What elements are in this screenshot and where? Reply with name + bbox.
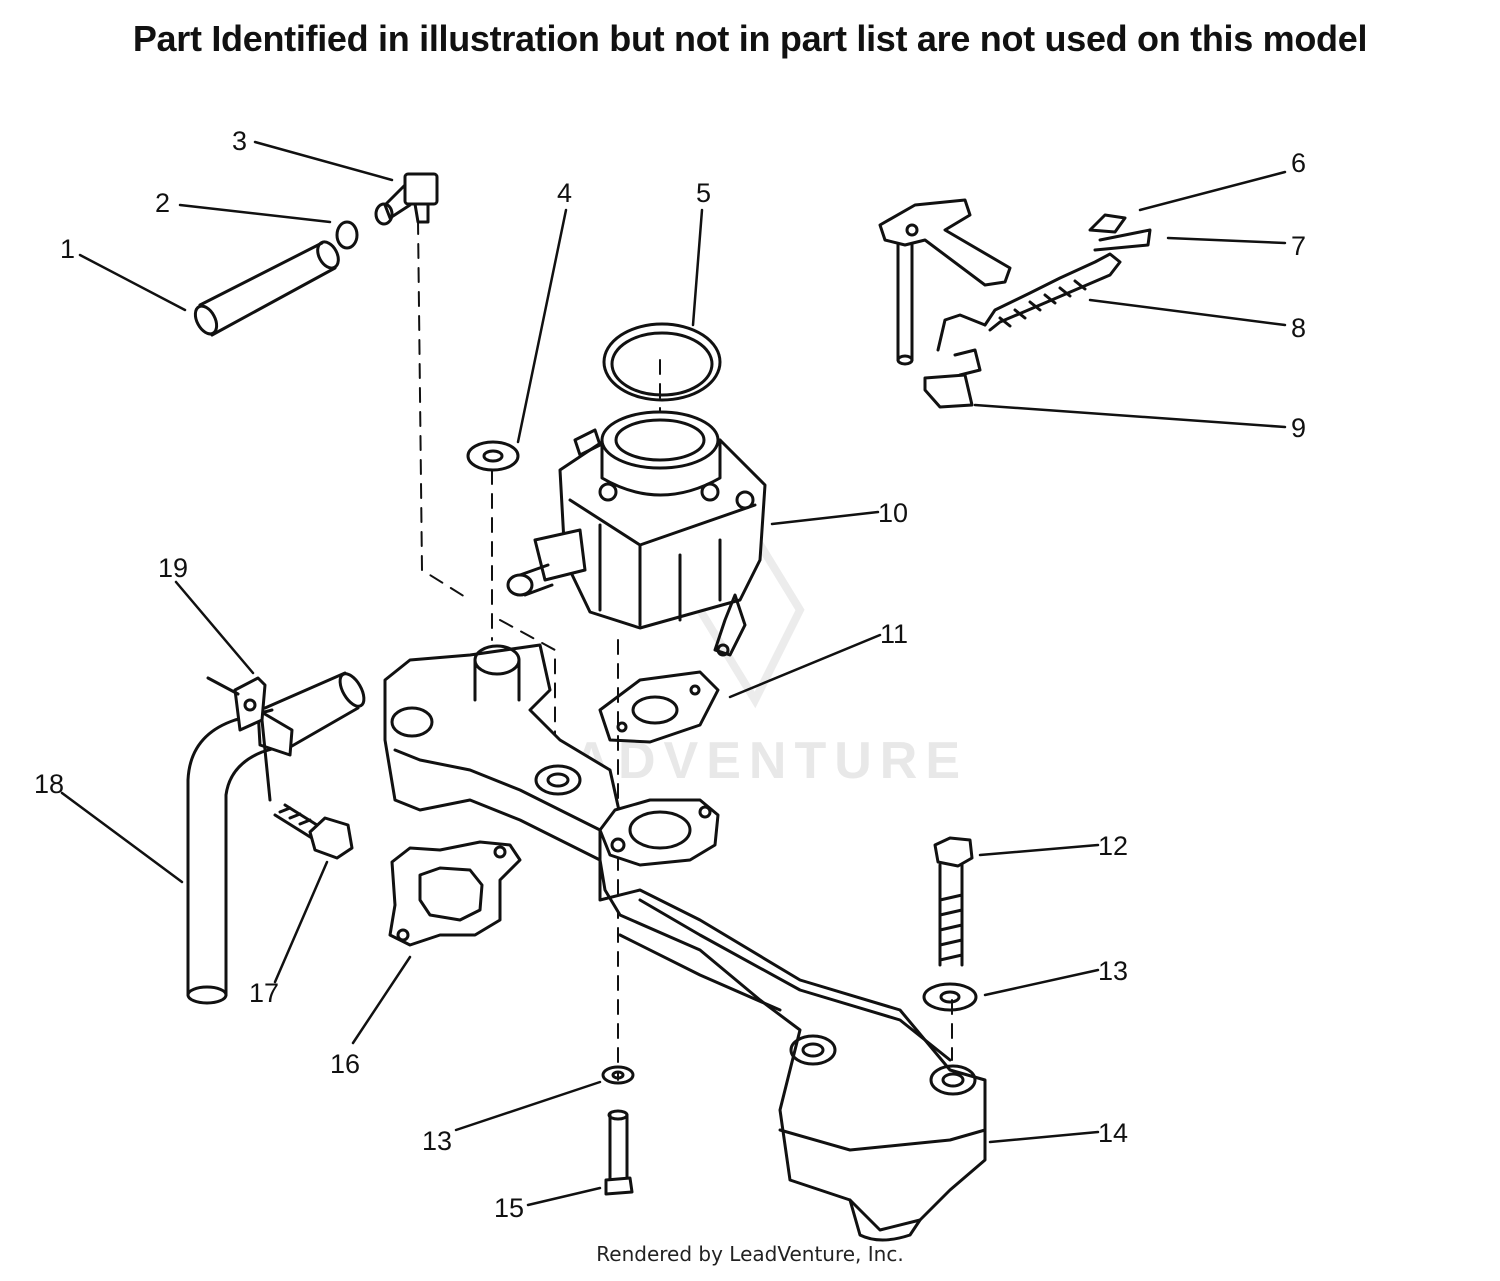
washer-part	[466, 440, 520, 472]
intake-manifold-part	[383, 643, 987, 1242]
washer-part-13-upper	[922, 982, 978, 1012]
callout-14: 14	[1098, 1118, 1128, 1148]
callout-8: 8	[1291, 313, 1306, 343]
callout-2: 2	[155, 188, 170, 218]
bolt-part-17	[273, 803, 354, 860]
callout-labels: 1 2 3 4 5 6 7 8 9 10 11 12 13 13 14 15 1…	[34, 126, 1306, 1223]
callout-1: 1	[60, 234, 75, 264]
footer-credit: Rendered by LeadVenture, Inc.	[596, 1242, 904, 1266]
callout-16: 16	[330, 1049, 360, 1079]
vent-tube-part	[186, 671, 366, 1005]
callout-17: 17	[249, 978, 279, 1008]
carburetor-part	[506, 410, 767, 657]
page-title: Part Identified in illustration but not …	[132, 18, 1368, 59]
callout-7: 7	[1291, 231, 1306, 261]
tube-clip-part	[206, 676, 272, 802]
callout-5: 5	[696, 178, 711, 208]
hose-clamp-part	[335, 220, 359, 250]
fuel-hose-part	[193, 240, 340, 337]
carburetor-gasket-part	[598, 670, 720, 744]
callout-15: 15	[494, 1193, 524, 1223]
callout-leader-lines	[60, 140, 1287, 1207]
callout-19: 19	[158, 553, 188, 583]
callout-4: 4	[557, 178, 572, 208]
callout-13-lower: 13	[422, 1126, 452, 1156]
callout-10: 10	[878, 498, 908, 528]
callout-11: 11	[880, 619, 908, 649]
callout-12: 12	[1098, 831, 1128, 861]
throttle-linkage-parts	[878, 198, 1152, 409]
callout-6: 6	[1291, 148, 1306, 178]
bolt-part-15	[604, 1109, 634, 1196]
elbow-fitting-part	[374, 172, 439, 226]
bolt-part-12	[933, 836, 974, 967]
callout-18: 18	[34, 769, 64, 799]
callout-9: 9	[1291, 413, 1306, 443]
manifold-gasket-part	[388, 840, 522, 947]
washer-part-13-lower	[601, 1065, 635, 1085]
o-ring-part	[602, 322, 722, 402]
callout-13-upper: 13	[1098, 956, 1128, 986]
callout-3: 3	[232, 126, 247, 156]
